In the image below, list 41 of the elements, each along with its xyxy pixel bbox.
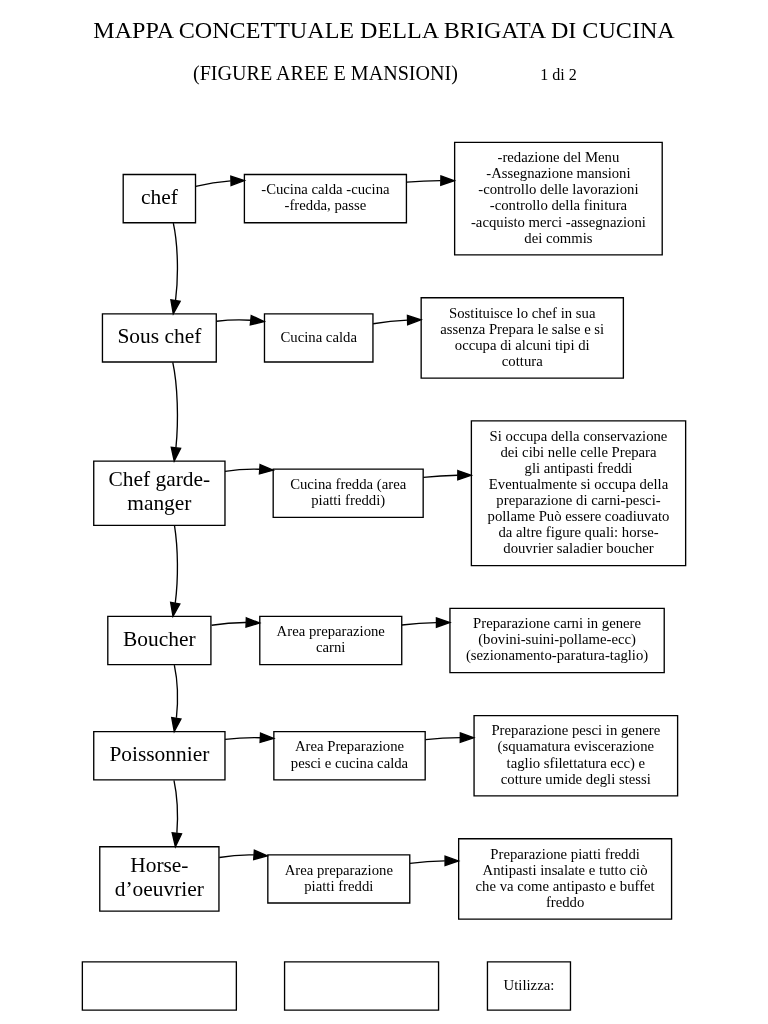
node-box: Poissonnier [93,730,226,781]
arrow [422,469,474,481]
node-box: Area preparazione carni [259,615,403,666]
arrow [406,174,457,187]
arrow [372,314,423,326]
arrow [424,732,476,744]
arrow [170,361,182,464]
node-box: Sous chef [101,313,217,363]
arrow [401,616,452,629]
arrow [170,664,182,734]
arrow [169,524,181,619]
node-box: Horse-d’oeuvrier [99,846,220,912]
arrow [224,732,276,744]
node-box: -redazione del Menu -Assegnazione mansioni -controllo delle lavorazioni -controllo della finitura -acquisto merci -assegnazioni dei commis [453,141,663,256]
node-box: Area preparazione piatti freddi [267,854,411,904]
label: (FIGURE AREE E MANSIONI) [192,62,458,85]
node-box: Area Preparazione pesci e cucina calda [273,730,426,781]
arrow [170,222,182,316]
node-box: Utilizza: [486,961,572,1011]
node-box: -Cucina calda -cucina -fredda, passe [243,173,408,224]
arrow [224,463,276,475]
node-box: Si occupa della conservazione dei cibi nelle celle Prepara gli antipasti freddi Eventualmente si occupa della preparazione di carni-pesci-pollame Può essere coadiuvato da altre figure quali: horse-douvrier saladier boucher [470,420,687,567]
node-box: Boucher [107,615,212,666]
arrow [195,175,247,187]
node-box: Cucina fredda (area piatti freddi) [272,468,424,519]
arrow [215,314,267,326]
arrow [171,779,183,849]
label: 1 di 2 [540,65,577,83]
node-box: Cucina calda [263,313,374,363]
diagram-title: MAPPA CONCETTUALE DELLA BRIGATA DI CUCINA [93,17,675,44]
node-box: Preparazione pesci in genere (squamatura eviscerazione taglio sfilettatura ecc) e cotture umide degli stessi [473,714,679,797]
node-box: Chef garde-manger [93,460,226,527]
node-box: Sostituisce lo chef in sua assenza Prepara le salse e si occupa di alcuni tipi di cottura [420,297,625,379]
node-box: Preparazione piatti freddi Antipasti insalate e tutto ciò che va come antipasto e buffet freddo [458,838,673,920]
arrow [409,855,461,867]
node-box [81,961,238,1011]
node-box: Preparazione carni in genere (bovini-suini-pollame-ecc) (sezionamento-paratura-taglio) [449,607,665,674]
arrow [210,616,262,629]
node-box: chef [122,173,197,224]
node-box [283,961,440,1011]
arrow [218,849,270,861]
